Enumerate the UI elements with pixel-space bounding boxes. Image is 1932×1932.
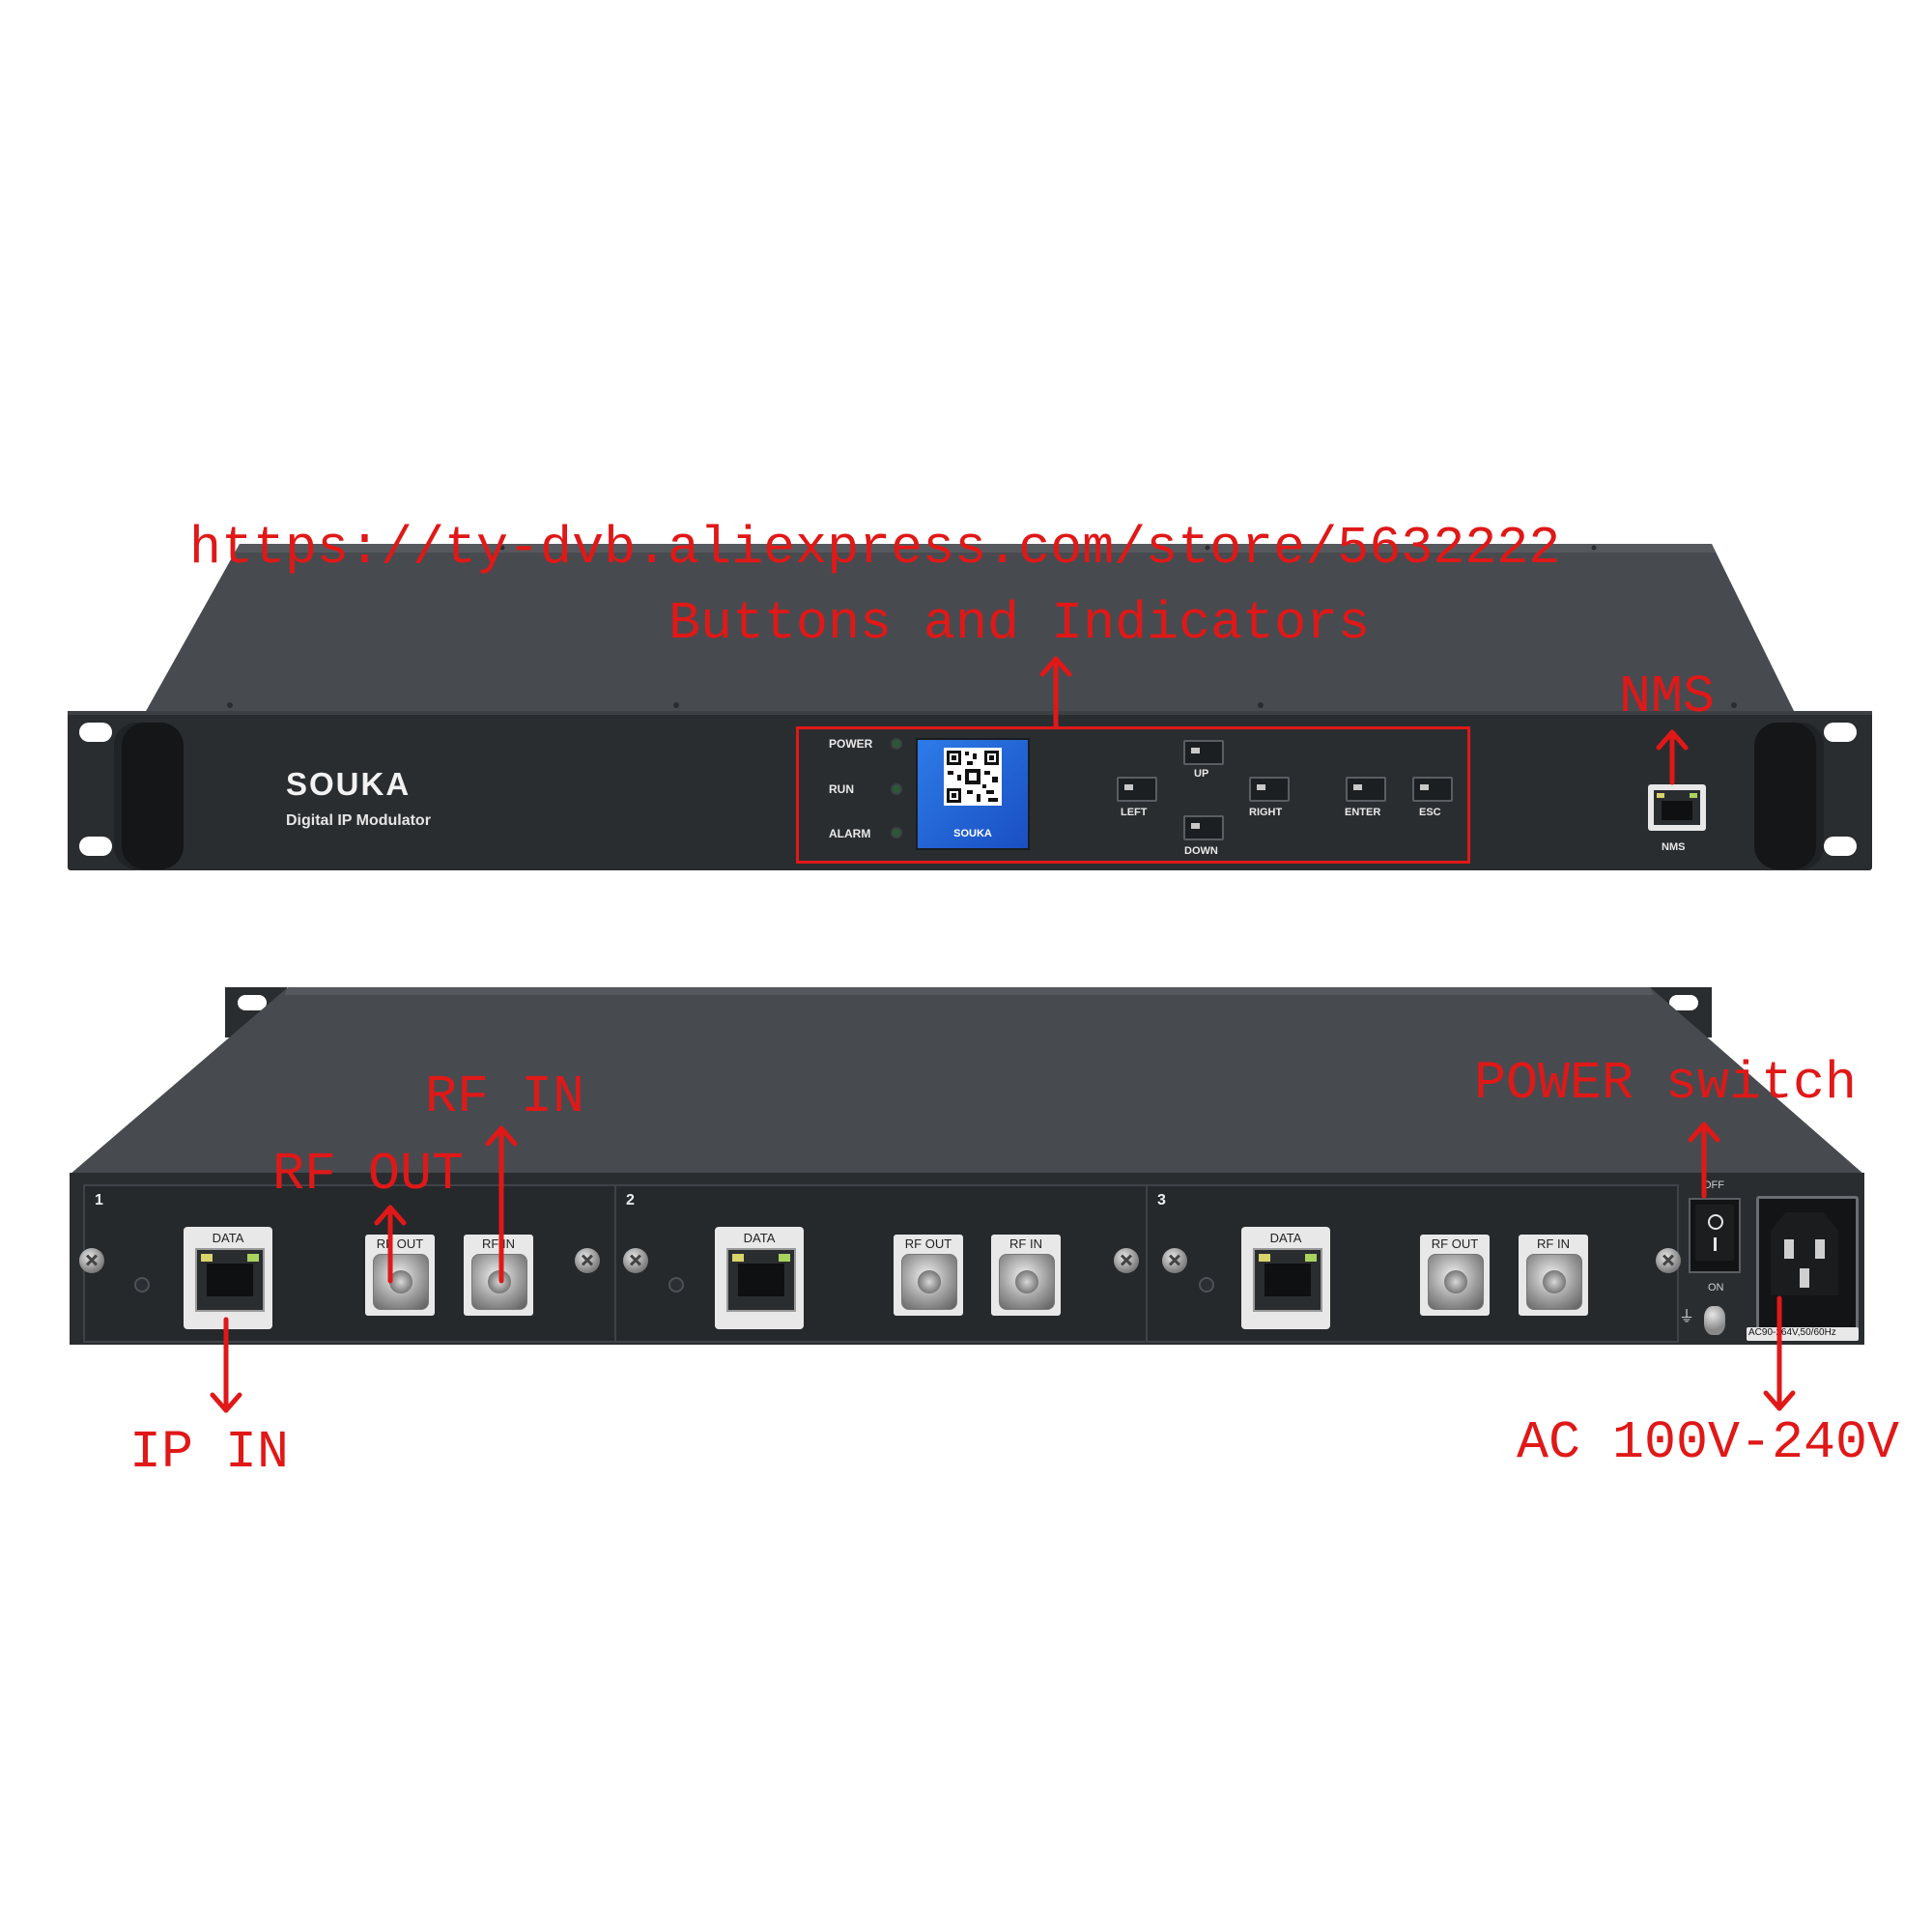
- rf-in-annotation: RF IN: [425, 1066, 585, 1127]
- ip-in-annotation: IP IN: [129, 1422, 290, 1483]
- lcd-screen: SOUKA: [916, 738, 1030, 850]
- ground-icon: ⏚: [1679, 1309, 1695, 1325]
- slot-2-number: 2: [626, 1192, 635, 1208]
- power-rating-plate: AC90-264V,50/60Hz: [1747, 1327, 1859, 1341]
- led-power: [893, 740, 900, 748]
- led-run: [893, 785, 900, 793]
- buttons-indicators-annotation: Buttons and Indicators: [668, 593, 1371, 654]
- up-button[interactable]: [1183, 740, 1224, 765]
- rack-ear-hole-right-bottom: [1824, 837, 1857, 856]
- slot-3-rf-in-label: RF IN: [1537, 1236, 1570, 1251]
- slot-2-screw-left: [623, 1248, 648, 1273]
- ac-inlet[interactable]: [1756, 1196, 1859, 1331]
- nms-port[interactable]: [1648, 784, 1706, 831]
- enter-button[interactable]: [1346, 777, 1386, 802]
- slot-2-screw-right: [1114, 1248, 1139, 1273]
- indicator-label-run: RUN: [829, 782, 854, 796]
- slot-2-data-label: DATA: [743, 1231, 776, 1245]
- rf-out-annotation: RF OUT: [272, 1144, 465, 1205]
- slot-3-panel: [1146, 1184, 1679, 1343]
- handle-left: [114, 723, 184, 869]
- rack-ear-hole-left-top: [79, 723, 112, 742]
- nms-annotation: NMS: [1619, 667, 1716, 727]
- rack-ear-hole-left-bottom: [79, 837, 112, 856]
- esc-label: ESC: [1419, 807, 1441, 818]
- slot-1-mount-screw: [134, 1277, 150, 1293]
- slot-3-mount-screw: [1199, 1277, 1214, 1293]
- buttons-indicators-highlight-box: [796, 726, 1470, 864]
- enter-label: ENTER: [1345, 807, 1381, 818]
- slot-1-screw-right: [575, 1248, 600, 1273]
- rack-ear-hole-right-top: [1824, 723, 1857, 742]
- slot-2-rf-out-port[interactable]: RF OUT: [894, 1235, 963, 1316]
- switch-off-label: OFF: [1703, 1179, 1724, 1191]
- brand-logo: SOUKA: [286, 766, 412, 802]
- power-rating-label: AC90-264V,50/60Hz: [1748, 1327, 1836, 1338]
- down-button[interactable]: [1183, 815, 1224, 840]
- right-button[interactable]: [1249, 777, 1290, 802]
- indicator-label-power: POWER: [829, 737, 873, 751]
- ground-terminal: [1704, 1306, 1725, 1335]
- slot-1-screw-left: [79, 1248, 104, 1273]
- right-label: RIGHT: [1249, 807, 1283, 818]
- slot-3-number: 3: [1157, 1192, 1166, 1208]
- slot-3-data-port[interactable]: DATA: [1241, 1227, 1330, 1329]
- slot-2-rf-in-port[interactable]: RF IN: [991, 1235, 1061, 1316]
- slot-1-number: 1: [95, 1192, 103, 1208]
- nms-port-label: NMS: [1662, 841, 1686, 853]
- power-switch-annotation: POWER switch: [1474, 1053, 1858, 1114]
- store-url-annotation: https://ty-dvb.aliexpress.com/store/5632…: [189, 518, 1561, 579]
- slot-3-rf-out-label: RF OUT: [1431, 1236, 1479, 1251]
- power-switch[interactable]: [1689, 1198, 1741, 1273]
- slot-1-rf-in-label: RF IN: [482, 1236, 515, 1251]
- lcd-brand: SOUKA: [953, 828, 992, 839]
- left-label: LEFT: [1121, 807, 1148, 818]
- slot-2-data-port[interactable]: DATA: [715, 1227, 804, 1329]
- slot-2-rf-out-label: RF OUT: [904, 1236, 952, 1251]
- ac-voltage-annotation: AC 100V-240V: [1517, 1412, 1900, 1473]
- slot-1-data-label: DATA: [212, 1231, 244, 1245]
- down-label: DOWN: [1184, 845, 1218, 857]
- front-face-border: [68, 711, 1872, 715]
- qr-code-icon: [944, 748, 1002, 806]
- handle-right: [1754, 723, 1824, 869]
- led-alarm: [893, 829, 900, 837]
- slot-3-data-label: DATA: [1269, 1231, 1302, 1245]
- product-subtitle: Digital IP Modulator: [286, 812, 431, 829]
- esc-button[interactable]: [1412, 777, 1453, 802]
- slot-2-mount-screw: [668, 1277, 684, 1293]
- left-button[interactable]: [1117, 777, 1157, 802]
- slot-3-screw-right: [1656, 1248, 1681, 1273]
- indicator-label-alarm: ALARM: [829, 827, 871, 840]
- slot-3-rf-out-port[interactable]: RF OUT: [1420, 1235, 1490, 1316]
- slot-3-screw-left: [1162, 1248, 1187, 1273]
- up-label: UP: [1194, 768, 1209, 780]
- slot-2-rf-in-label: RF IN: [1009, 1236, 1042, 1251]
- switch-on-label: ON: [1708, 1282, 1724, 1293]
- slot-1-data-port[interactable]: DATA: [184, 1227, 272, 1329]
- slot-3-rf-in-port[interactable]: RF IN: [1519, 1235, 1588, 1316]
